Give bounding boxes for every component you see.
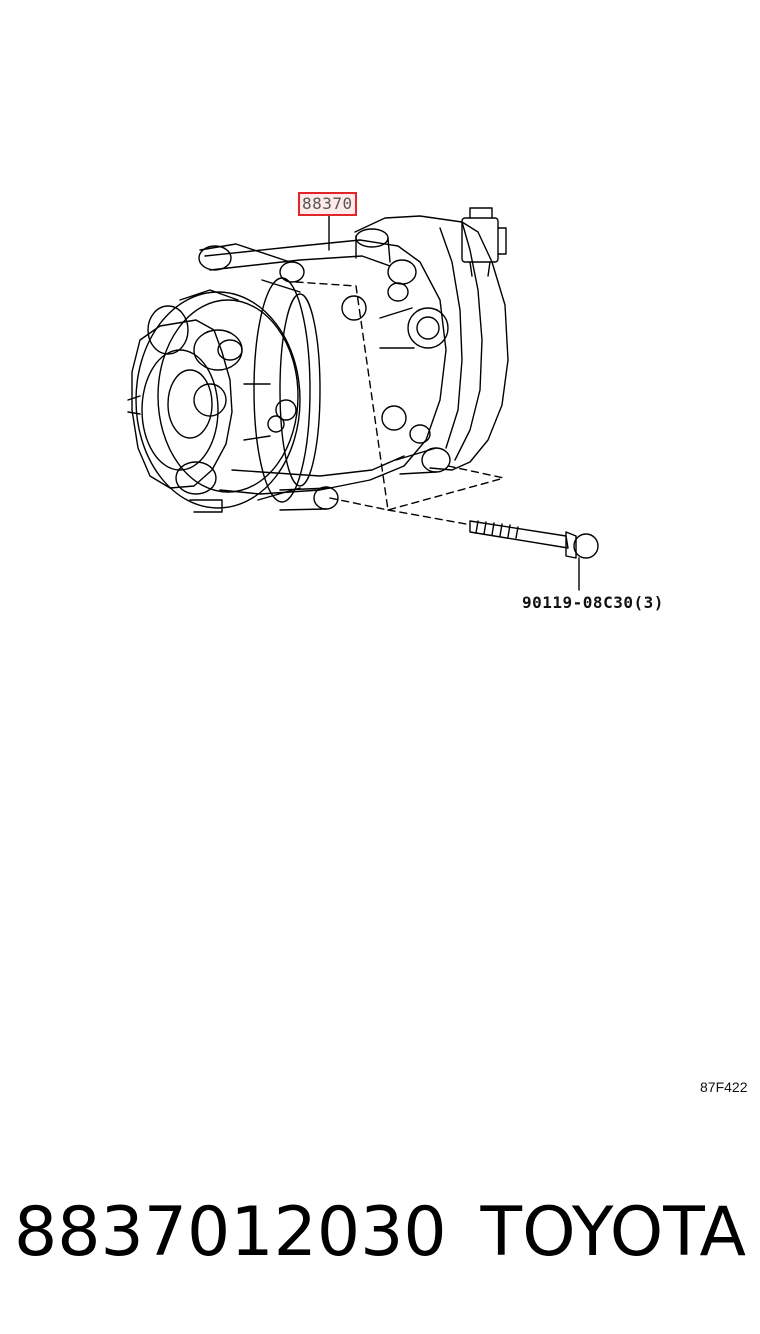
top-boss-right xyxy=(355,228,389,248)
illustration-reference-code: 87F422 xyxy=(700,1079,748,1095)
bolt-part-callout[interactable]: 90119-08C30(3) xyxy=(522,593,664,612)
mounting-bolt xyxy=(469,520,599,559)
top-boss-left xyxy=(198,245,232,271)
footer-caption: 8837012030 TOYOTA xyxy=(14,1188,746,1278)
part-number: 8837012030 xyxy=(14,1193,447,1272)
front-plate xyxy=(127,319,233,489)
electrical-connector xyxy=(461,207,507,277)
rear-housing xyxy=(354,215,509,471)
compressor-diagram xyxy=(127,207,599,591)
brand-name: TOYOTA xyxy=(480,1193,746,1272)
bolt-guide-lines xyxy=(295,281,505,525)
suction-port xyxy=(407,307,449,349)
clutch-pulley xyxy=(135,277,321,509)
main-part-callout[interactable]: 88370 xyxy=(298,192,357,216)
